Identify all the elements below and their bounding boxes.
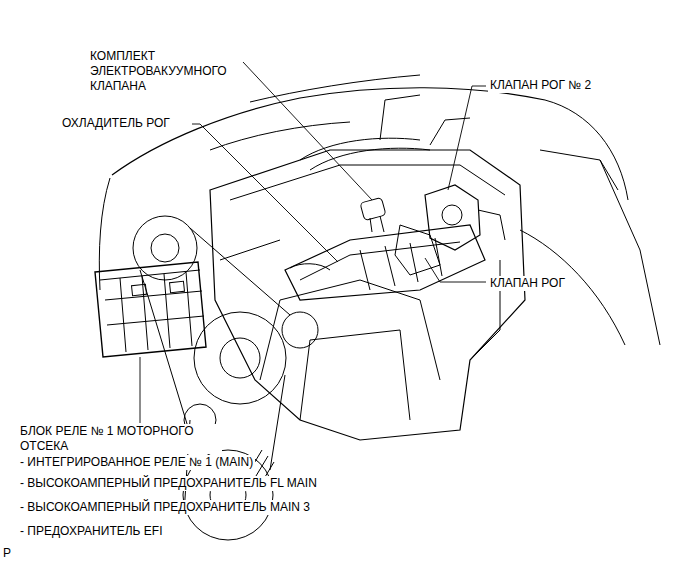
- part-label: БЛОК РЕЛЕ № 1 МОТОРНОГО ОТСЕКА: [18, 424, 222, 454]
- part-label: КЛАПАН РОГ: [488, 276, 567, 291]
- part-label: КОМПЛЕКТ ЭЛЕКТРОВАКУУМНОГО КЛАПАНА: [88, 49, 242, 94]
- part-label: КЛАПАН РОГ № 2: [488, 78, 593, 93]
- part-label: - ВЫСОКОАМПЕРНЫЙ ПРЕДОХРАНИТЕЛЬ MAIN 3: [18, 500, 312, 515]
- part-label: ОХЛАДИТЕЛЬ РОГ: [60, 116, 172, 131]
- part-label: - ВЫСОКОАМПЕРНЫЙ ПРЕДОХРАНИТЕЛЬ FL MAIN: [18, 476, 319, 491]
- page-marker: P: [1, 546, 13, 561]
- part-label: - ИНТЕГРИРОВАННОЕ РЕЛЕ № 1 (MAIN): [18, 455, 255, 470]
- part-label: - ПРЕДОХРАНИТЕЛЬ EFI: [18, 524, 164, 539]
